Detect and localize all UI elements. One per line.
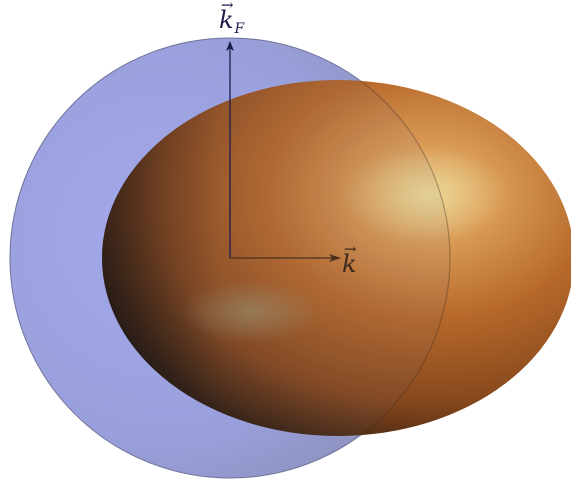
fermi-vector-subscript: F	[234, 21, 245, 37]
sphere-inner-glow	[180, 280, 320, 344]
fermi-sphere-edge-inside	[102, 80, 451, 436]
fermi-vector-label: → kF	[219, 0, 244, 36]
wave-vector-base: k	[342, 250, 357, 278]
fermi-vector-base: k	[219, 6, 234, 34]
vector-accent: →	[221, 0, 234, 14]
wave-vector-label: → k	[342, 242, 357, 278]
ellipsoid-highlight	[340, 147, 510, 243]
vector-accent: →	[344, 240, 357, 258]
